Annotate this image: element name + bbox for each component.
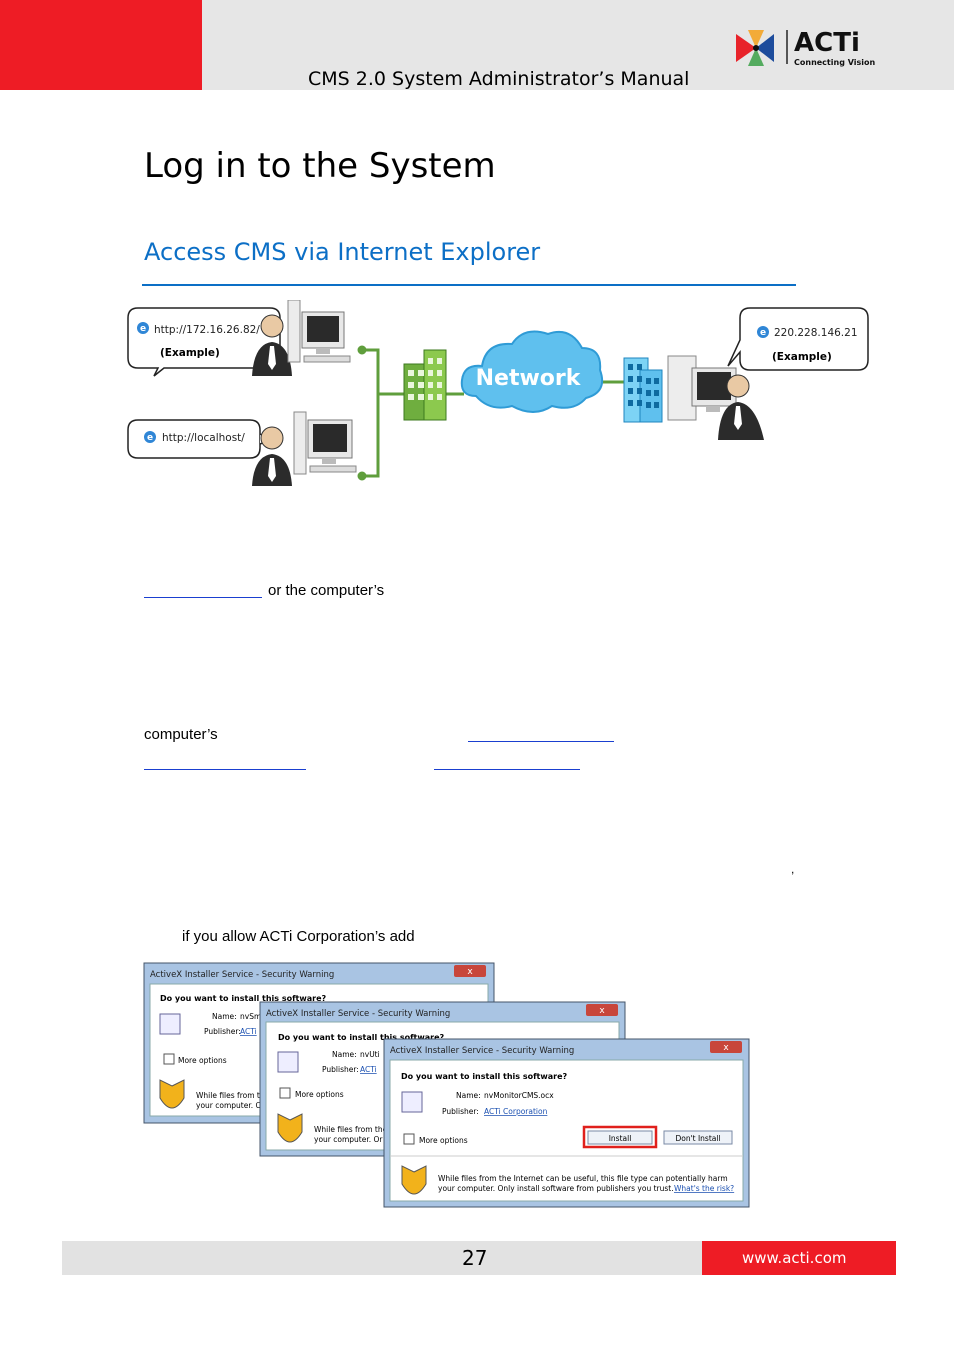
svg-text:your computer. Only install so: your computer. Only install software fro… xyxy=(438,1184,674,1193)
dialog-front: ActiveX Installer Service - Security War… xyxy=(383,1038,750,1208)
network-cloud: Network xyxy=(460,330,604,413)
svg-text:ActiveX Installer Service - Se: ActiveX Installer Service - Security War… xyxy=(150,970,334,980)
body-comma: , xyxy=(791,862,795,876)
body-line-3: if you allow ACTi Corporation’s add xyxy=(182,928,415,945)
svg-text:Publisher:: Publisher: xyxy=(442,1107,479,1116)
logo-tagline: Connecting Vision xyxy=(794,58,876,67)
svg-text:Publisher:: Publisher: xyxy=(204,1027,241,1036)
svg-text:More options: More options xyxy=(178,1056,227,1065)
svg-text:e: e xyxy=(147,433,153,443)
ie-icon xyxy=(137,322,149,334)
svg-text:Publisher:: Publisher: xyxy=(322,1065,359,1074)
logo-wordmark: ACTi xyxy=(794,28,860,58)
hyperlink-underline-4[interactable] xyxy=(434,769,580,770)
building-left-icon xyxy=(403,349,447,421)
svg-text:nvSm: nvSm xyxy=(240,1012,261,1021)
hyperlink-underline-2[interactable] xyxy=(468,741,614,742)
section-heading: Access CMS via Internet Explorer xyxy=(144,238,541,266)
section-rule xyxy=(142,284,796,286)
body-line-2: computer’s xyxy=(144,726,218,743)
svg-text:ActiveX Installer Service - Se: ActiveX Installer Service - Security War… xyxy=(266,1009,450,1019)
footer-url[interactable]: www.acti.com xyxy=(742,1249,847,1267)
user-pc-bottom xyxy=(252,411,357,486)
close-icon-3 xyxy=(710,1041,742,1053)
svg-text:ACTi: ACTi xyxy=(360,1065,377,1074)
hyperlink-underline[interactable] xyxy=(144,597,262,598)
svg-text:your computer. O: your computer. O xyxy=(196,1101,261,1110)
svg-text:While files from th: While files from th xyxy=(196,1091,265,1100)
svg-text:What's the risk?: What's the risk? xyxy=(674,1184,734,1193)
install-highlight xyxy=(582,1125,658,1149)
svg-text:x: x xyxy=(723,1043,729,1053)
svg-text:Name:: Name: xyxy=(456,1091,481,1100)
body-line-1: or the computer’s xyxy=(268,582,385,599)
network-diagram: e http://172.16.26.82/ (Example) e http:… xyxy=(127,300,869,486)
close-icon-2 xyxy=(586,1004,618,1016)
svg-text:ACTi Corporation: ACTi Corporation xyxy=(484,1107,548,1116)
svg-text:More options: More options xyxy=(419,1136,468,1145)
svg-text:nvMonitorCMS.ocx: nvMonitorCMS.ocx xyxy=(484,1091,554,1100)
bubble-remote-note: (Example) xyxy=(160,347,220,359)
install-button: Install xyxy=(609,1134,632,1143)
svg-text:e: e xyxy=(760,328,766,338)
bubble-local-url: http://localhost/ xyxy=(162,432,245,444)
svg-text:While files from the: While files from the xyxy=(314,1125,388,1134)
close-icon xyxy=(454,965,486,977)
svg-text:your computer. Or: your computer. Or xyxy=(314,1135,383,1144)
bubble-right-url: 220.228.146.21 xyxy=(774,327,858,339)
svg-text:Name:: Name: xyxy=(212,1012,237,1021)
bubble-remote: e http://172.16.26.82/ (Example) xyxy=(127,307,281,377)
bubble-right: e 220.228.146.21 (Example) xyxy=(727,307,869,371)
svg-text:Do you want to install this so: Do you want to install this software? xyxy=(278,1033,445,1042)
building-right-icon xyxy=(623,357,663,423)
svg-text:nvUti: nvUti xyxy=(360,1050,380,1059)
svg-text:While files from the Internet: While files from the Internet can be use… xyxy=(438,1174,728,1183)
page-heading: Log in to the System xyxy=(144,146,496,186)
svg-text:e: e xyxy=(140,324,146,334)
svg-text:ActiveX Installer Service - Se: ActiveX Installer Service - Security War… xyxy=(390,1046,574,1056)
cloud-label: Network xyxy=(476,366,582,391)
server-user-right xyxy=(667,355,764,440)
svg-text:More options: More options xyxy=(295,1090,344,1099)
svg-text:Do you want to install this so: Do you want to install this software? xyxy=(401,1072,568,1081)
ie-icon-3 xyxy=(757,326,769,338)
activex-dialogs-screenshot: ActiveX Installer Service - Security War… xyxy=(143,962,750,1208)
bubble-local: e http://localhost/ xyxy=(127,419,272,459)
page-number: 27 xyxy=(462,1246,488,1270)
ie-icon-2 xyxy=(144,431,156,443)
manual-title: CMS 2.0 System Administrator’s Manual xyxy=(308,68,690,90)
svg-text:x: x xyxy=(599,1006,605,1016)
bubble-remote-url: http://172.16.26.82/ xyxy=(154,324,260,336)
user-pc-top xyxy=(252,300,351,376)
svg-text:Do you want to install this so: Do you want to install this software? xyxy=(160,994,327,1003)
acti-logo: ACTi Connecting Vision xyxy=(734,28,876,70)
acti-logo-icon xyxy=(736,30,774,66)
hyperlink-underline-3[interactable] xyxy=(144,769,306,770)
dont-install-button: Don't Install xyxy=(675,1134,720,1143)
svg-text:Name:: Name: xyxy=(332,1050,357,1059)
bubble-right-note: (Example) xyxy=(772,351,832,363)
svg-text:x: x xyxy=(467,967,473,977)
header-red-block xyxy=(0,0,202,90)
footer-red-block xyxy=(702,1241,896,1275)
svg-text:ACTi: ACTi xyxy=(240,1027,257,1036)
